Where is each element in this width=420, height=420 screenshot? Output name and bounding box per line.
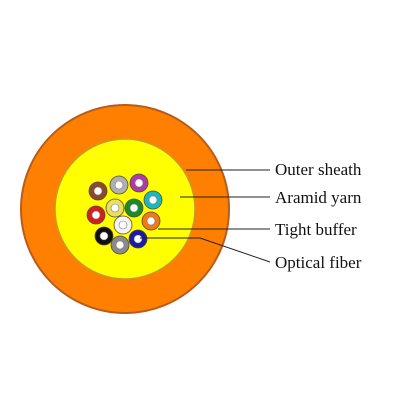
fiber-bundle (86, 173, 163, 255)
aramid-yarn-label: Aramid yarn (275, 188, 362, 207)
optical-fiber-core (99, 231, 109, 241)
optical-fiber-core (110, 203, 120, 213)
optical-fiber-core (118, 220, 128, 230)
optical-fiber-core (114, 180, 124, 190)
optical-fiber-core (148, 195, 158, 205)
optical-fiber-leader (140, 237, 271, 263)
optical-fiber-core (93, 186, 103, 196)
optical-fiber-label: Optical fiber (275, 253, 362, 272)
optical-fiber-core (146, 216, 156, 226)
tight-buffer-label: Tight buffer (275, 220, 357, 239)
outer-sheath-label: Outer sheath (275, 160, 362, 179)
optical-fiber-core (133, 234, 143, 244)
optical-fiber-core (91, 210, 101, 220)
optical-fiber-core (134, 178, 144, 188)
optical-fiber-core (115, 240, 125, 250)
optical-fiber-core (129, 203, 139, 213)
